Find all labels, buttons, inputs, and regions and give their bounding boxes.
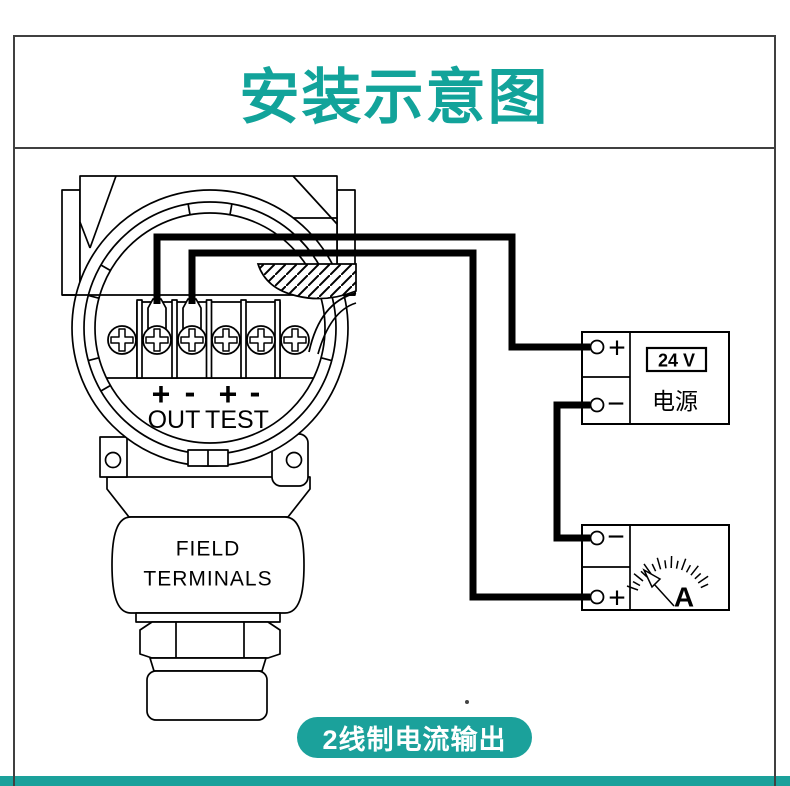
ammeter-box: A − + <box>581 521 730 615</box>
ammeter-minus-terminal <box>589 530 605 546</box>
wire-power-minus-to-ammeter-minus <box>553 401 590 542</box>
ammeter-plus-terminal <box>589 589 605 605</box>
ammeter-minus-label: − <box>607 521 625 554</box>
transmitter: + - + - OUT TEST FIELD TERMINALS <box>61 175 357 721</box>
output-type-badge: 2线制电流输出 <box>297 717 532 758</box>
voltage-box <box>645 346 708 373</box>
wiring <box>153 233 590 601</box>
terminal-screw-6 <box>280 325 310 355</box>
cable-curves <box>308 292 357 355</box>
diagram-frame: 安装示意图 <box>13 35 776 786</box>
power-supply-label: 电源 <box>652 388 698 414</box>
power-supply-box: 24 V 电源 + − <box>581 331 730 425</box>
terminal-screw-2 <box>142 325 172 355</box>
power-minus-label: − <box>607 388 625 421</box>
meter-scale <box>626 555 709 591</box>
wire-out-minus-to-ammeter-plus <box>188 249 590 601</box>
title-bar: 安装示意图 <box>15 37 774 149</box>
body-label-line2: TERMINALS <box>143 568 272 591</box>
process-connection <box>135 612 281 721</box>
body-label-line1: FIELD <box>176 538 241 561</box>
power-minus-terminal <box>589 397 605 413</box>
conduit-gland <box>256 263 357 355</box>
terminal-screw-5 <box>246 325 276 355</box>
power-plus-label: + <box>608 332 626 365</box>
page-title: 安装示意图 <box>239 63 550 131</box>
test-plus-label: + <box>219 376 238 412</box>
out-label: OUT <box>148 406 201 434</box>
terminal-screw-1 <box>107 325 137 355</box>
power-plus-terminal <box>589 339 605 355</box>
cover-notch <box>187 449 229 467</box>
field-terminals-body: FIELD TERMINALS <box>111 516 305 614</box>
ammeter-unit-label: A <box>674 582 694 613</box>
meter-needle <box>642 568 675 607</box>
ammeter-plus-label: + <box>608 582 626 615</box>
terminal-labels: + - + - OUT TEST <box>148 374 269 434</box>
test-label: TEST <box>205 406 269 434</box>
stray-dot <box>465 700 469 704</box>
terminal-block <box>106 298 314 379</box>
wire-out-plus-to-power-plus <box>153 233 590 351</box>
bottom-accent-strip <box>0 776 790 786</box>
terminal-screw-3 <box>177 325 207 355</box>
terminal-screw-4 <box>211 325 241 355</box>
out-plus-label: + <box>152 376 171 412</box>
out-minus-label: - <box>185 374 196 410</box>
voltage-label: 24 V <box>658 351 695 371</box>
test-minus-label: - <box>250 374 261 410</box>
